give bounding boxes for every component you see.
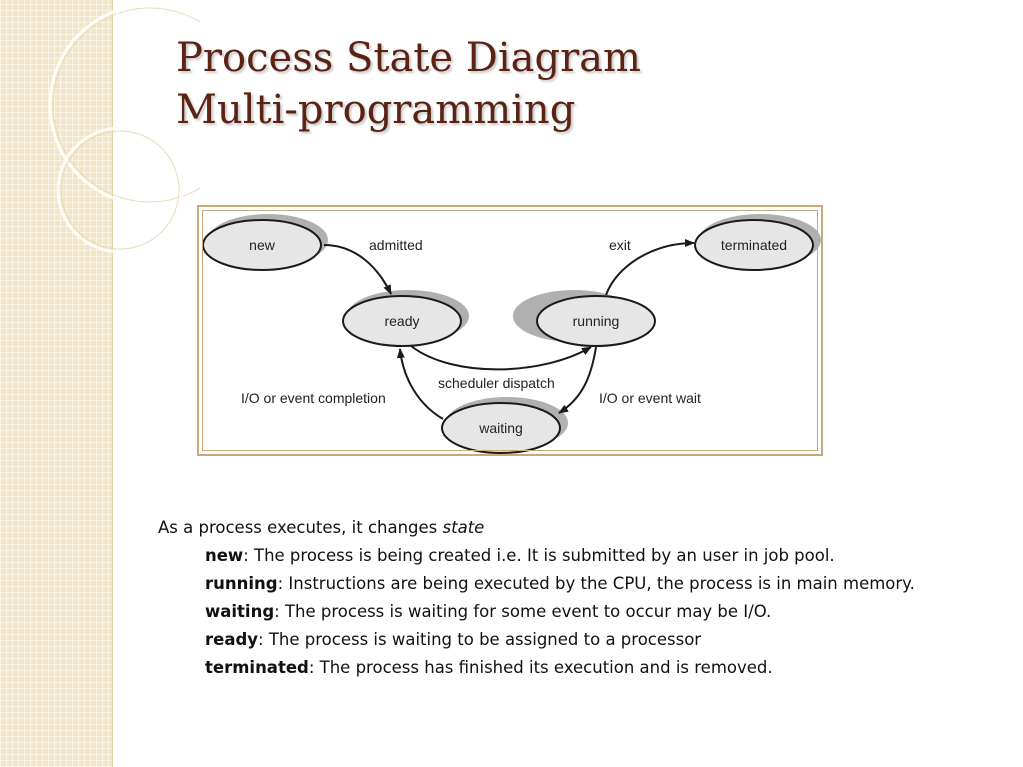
node-running [536, 295, 656, 347]
label-io-event-wait: I/O or event wait [599, 390, 701, 406]
node-waiting [441, 402, 561, 454]
definition-running: running: Instructions are being executed… [158, 570, 1018, 598]
label-exit: exit [609, 237, 631, 253]
title-line-1: Process State Diagram [176, 35, 641, 81]
label-terminated: terminated [721, 237, 787, 253]
intro-text: As a process executes, it changes [158, 518, 443, 537]
desc-running: : Instructions are being executed by the… [277, 574, 915, 593]
label-waiting: waiting [478, 420, 523, 436]
edge-io-event-completion [396, 348, 444, 420]
definition-new: new: The process is being created i.e. I… [158, 542, 1018, 570]
label-admitted: admitted [369, 237, 423, 253]
diagram-frame: new terminated ready running waiting adm… [197, 205, 823, 456]
term-running: running [205, 574, 278, 593]
term-ready: ready [205, 630, 259, 649]
edge-exit [605, 239, 695, 296]
definition-terminated: terminated: The process has finished its… [158, 654, 1018, 682]
title-line-2: Multi-programming [176, 87, 576, 133]
term-terminated: terminated [205, 658, 309, 677]
state-descriptions: As a process executes, it changes state … [158, 514, 1018, 682]
label-io-event-completion: I/O or event completion [241, 390, 386, 406]
state-ready: ready [342, 295, 462, 347]
desc-terminated: : The process has finished its execution… [308, 658, 773, 677]
label-scheduler-dispatch: scheduler dispatch [438, 375, 555, 391]
edge-scheduler-dispatch [410, 345, 592, 371]
edge-admitted [323, 244, 392, 295]
desc-new: : The process is being created i.e. It i… [243, 546, 835, 565]
edge-io-event-wait [558, 346, 597, 414]
state-new: new [202, 219, 322, 271]
definition-ready: ready: The process is waiting to be assi… [158, 626, 1018, 654]
term-waiting: waiting [205, 602, 275, 621]
label-new: new [249, 237, 276, 253]
page-title: Process State Diagram Multi-programming [176, 32, 641, 136]
node-terminated [694, 219, 814, 271]
state-waiting: waiting [441, 402, 561, 454]
intro-emphasis: state [442, 518, 485, 537]
state-terminated: terminated [694, 219, 814, 271]
node-ready [342, 295, 462, 347]
label-ready: ready [384, 313, 419, 329]
process-state-diagram: new terminated ready running waiting adm… [202, 214, 821, 454]
term-new: new [205, 546, 244, 565]
node-new [202, 219, 322, 271]
definition-waiting: waiting: The process is waiting for some… [158, 598, 1018, 626]
decorative-curves [48, 3, 200, 254]
desc-ready: : The process is waiting to be assigned … [258, 630, 702, 649]
intro-line: As a process executes, it changes state [158, 514, 1018, 542]
label-running: running [573, 313, 620, 329]
desc-waiting: : The process is waiting for some event … [274, 602, 772, 621]
state-running: running [536, 295, 656, 347]
